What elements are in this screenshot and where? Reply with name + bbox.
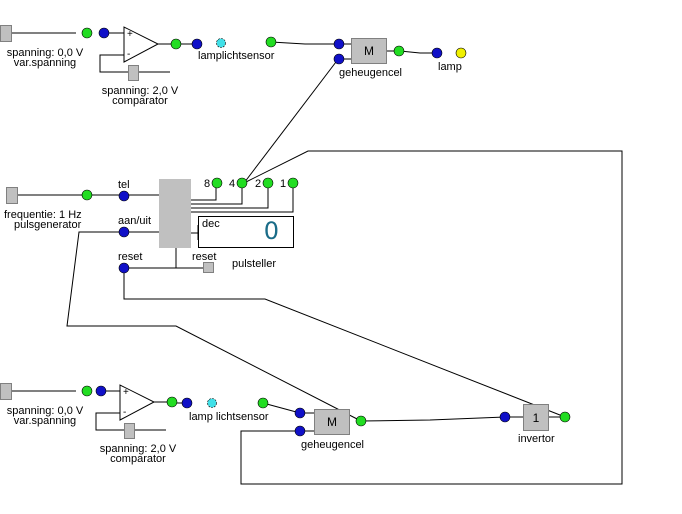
comparator-name-top: comparator (112, 95, 168, 107)
decimal-display-label: dec (202, 218, 220, 230)
wire-bit8 (191, 184, 217, 201)
comparator-slider-bottom[interactable] (124, 423, 135, 439)
comparator-slider-top[interactable] (128, 65, 139, 81)
input-node[interactable] (333, 53, 345, 65)
wire-reset-to-invertor (123, 268, 566, 418)
input-node[interactable] (98, 27, 110, 39)
comparator-value-top: spanning: 2,0 V (101, 85, 179, 97)
lichtsensor-node[interactable] (216, 38, 226, 48)
wire-aanuit-to-mem (66, 231, 362, 422)
lichtsensor-node[interactable] (207, 398, 217, 408)
input-label-reset: reset (118, 251, 143, 263)
bit-node[interactable] (262, 177, 274, 189)
reset-button-label: reset (192, 251, 217, 263)
wire-bit4 (191, 184, 243, 205)
lamp-label: lamp (438, 61, 462, 73)
decimal-display: dec 0 (198, 216, 294, 248)
output-node[interactable] (559, 411, 571, 423)
comparator-minus-bottom: - (123, 407, 127, 418)
output-node[interactable] (166, 396, 178, 408)
bit-label-4: 4 (229, 178, 236, 190)
input-node[interactable] (118, 226, 130, 238)
input-node[interactable] (333, 38, 345, 50)
geheugencel-label-bottom: geheugencel (301, 439, 365, 451)
input-node[interactable] (118, 262, 130, 274)
var-spanning-slider-top[interactable] (0, 25, 12, 42)
input-node[interactable] (191, 38, 203, 50)
wire-to-mem-top (270, 41, 338, 45)
comparator-value-bottom: spanning: 2,0 V (99, 443, 177, 455)
comparator-plus-top: + (127, 29, 133, 40)
bit-label-1: 1 (280, 178, 287, 190)
input-node[interactable] (181, 397, 193, 409)
input-node[interactable] (95, 385, 107, 397)
reset-button[interactable] (203, 262, 214, 273)
bit-label-2: 2 (255, 178, 262, 190)
pulsteller-label: pulsteller (232, 258, 277, 270)
var-spanning-name-top: var.spanning (13, 57, 77, 69)
invertor-block[interactable] (523, 404, 549, 431)
input-node[interactable] (118, 190, 130, 202)
geheugencel-top[interactable] (351, 38, 387, 64)
comparator-bottom-symbol (119, 384, 156, 421)
lamp-indicator (455, 47, 467, 59)
lichtsensor-label-top: lamplichtsensor (198, 50, 275, 62)
output-node[interactable] (355, 415, 367, 427)
input-label-aan-uit: aan/uit (118, 215, 152, 227)
output-node[interactable] (393, 45, 405, 57)
comparator-minus-top: - (127, 49, 131, 60)
bit-node[interactable] (211, 177, 223, 189)
input-node[interactable] (294, 407, 306, 419)
var-spanning-slider-bottom[interactable] (0, 383, 12, 400)
output-node[interactable] (257, 397, 269, 409)
comparator-name-bottom: comparator (110, 453, 166, 465)
input-label-tel: tel (118, 179, 130, 191)
bit-node[interactable] (236, 177, 248, 189)
wire-bit2 (191, 184, 269, 209)
bit-node[interactable] (287, 177, 299, 189)
var-spanning-value-bottom: spanning: 0,0 V (6, 405, 84, 417)
geheugencel-bottom[interactable] (314, 409, 350, 435)
geheugencel-symbol-top: M (364, 44, 374, 58)
comparator-top-symbol (123, 26, 160, 63)
wire-bit1 (191, 184, 294, 213)
var-spanning-value-top: spanning: 0,0 V (6, 47, 84, 59)
pulsgenerator-name: pulsgenerator (14, 219, 82, 231)
pulsteller-block (159, 179, 191, 248)
decimal-display-value: 0 (263, 217, 279, 245)
output-node[interactable] (81, 385, 93, 397)
wire-bit4-to-mem (243, 57, 340, 184)
var-spanning-name-bottom: var.spanning (13, 415, 77, 427)
invertor-label: invertor (518, 433, 555, 445)
bit-label-8: 8 (204, 178, 211, 190)
lichtsensor-label-bottom: lamp lichtsensor (189, 411, 269, 423)
output-node[interactable] (81, 189, 93, 201)
wire-bit4-loop (240, 150, 623, 485)
input-node[interactable] (499, 411, 511, 423)
pulsgenerator-value: frequentie: 1 Hz (4, 209, 82, 221)
output-node[interactable] (265, 36, 277, 48)
pulsgenerator-slider[interactable] (6, 187, 18, 204)
output-node[interactable] (170, 38, 182, 50)
wire-to-lamp (399, 50, 436, 54)
geheugencel-symbol-bottom: M (327, 415, 337, 429)
wire-to-mem-bottom (262, 402, 301, 414)
output-node[interactable] (81, 27, 93, 39)
input-node[interactable] (294, 425, 306, 437)
input-node[interactable] (431, 47, 443, 59)
comparator-plus-bottom: + (123, 387, 129, 398)
wire-mem-to-invertor (360, 416, 506, 422)
geheugencel-label-top: geheugencel (339, 67, 403, 79)
invertor-symbol: 1 (532, 410, 540, 425)
